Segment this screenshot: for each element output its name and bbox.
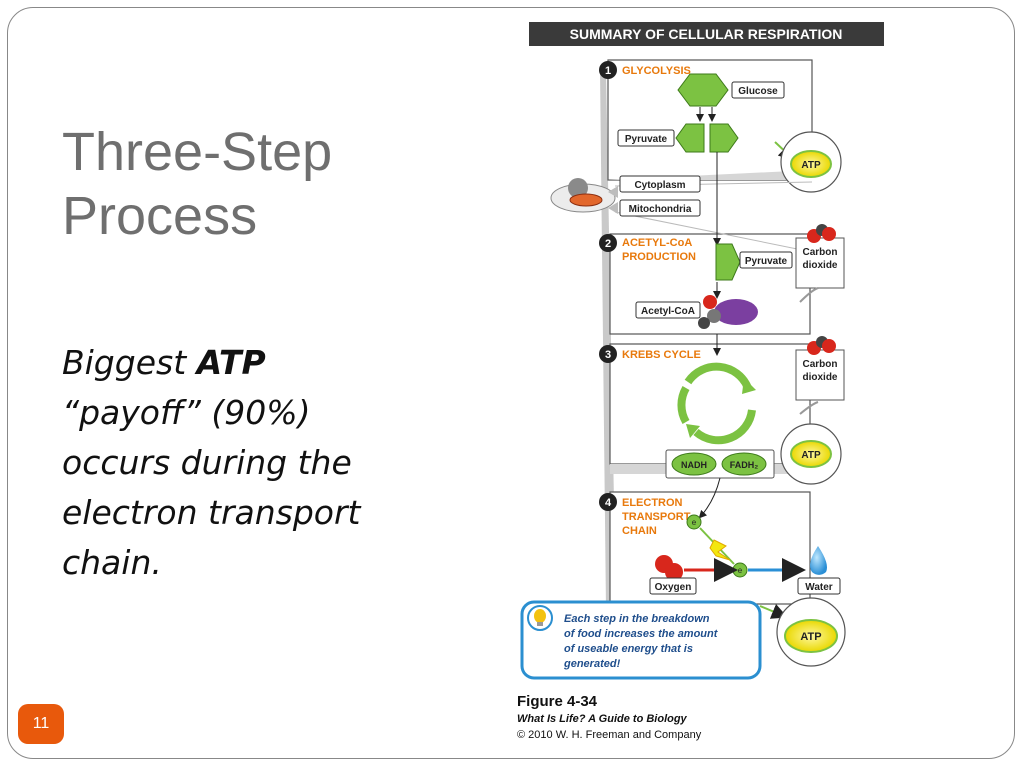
acetyl-carbon-2-icon xyxy=(698,317,710,329)
slide-title: Three-Step Process xyxy=(62,122,333,246)
acetyl-oxygen-icon xyxy=(703,295,717,309)
step-1-marker: 1 GLYCOLYSIS xyxy=(599,61,691,79)
summary-note-box xyxy=(520,600,762,680)
cellular-respiration-figure: SUMMARY OF CELLULAR RESPIRATION 1 GLYCOL… xyxy=(500,12,900,752)
pyruvate-half-right-icon xyxy=(709,123,739,153)
carbon-dioxide-label-1b: dioxide xyxy=(802,260,837,271)
figure-caption: Figure 4-34 What Is Life? A Guide to Bio… xyxy=(517,693,701,743)
step-1-title: GLYCOLYSIS xyxy=(622,65,691,77)
svg-text:4: 4 xyxy=(605,497,612,509)
step-4-title-line-1: ELECTRON xyxy=(622,497,683,509)
body-suffix: “payoff” (90%) occurs during the electro… xyxy=(62,393,361,582)
glucose-molecule-icon xyxy=(677,73,729,107)
svg-text:e: e xyxy=(692,518,697,527)
step-4-marker: 4 ELECTRON TRANSPORT CHAIN xyxy=(599,493,691,537)
body-prefix: Biggest xyxy=(62,343,197,382)
pyruvate-half-left-icon xyxy=(675,123,705,153)
oxygen-label-box xyxy=(649,577,697,595)
glucose-label-box xyxy=(731,81,785,99)
step-4-title-line-3: CHAIN xyxy=(622,525,657,537)
respiration-diagram: SUMMARY OF CELLULAR RESPIRATION 1 GLYCOL… xyxy=(520,22,884,680)
water-label-box xyxy=(797,577,841,595)
coa-molecule-icon xyxy=(714,299,758,325)
figure-number: Figure 4-34 xyxy=(517,693,598,710)
oxygen-atom-icon-2 xyxy=(665,563,683,581)
oxygen-label: Oxygen xyxy=(655,582,692,593)
figure-source-book: What Is Life? A Guide to Biology xyxy=(517,713,687,725)
step-3-marker: 3 KREBS CYCLE xyxy=(599,345,701,363)
acetyl-coa-label: Acetyl-CoA xyxy=(641,306,695,317)
atp-icon-1 xyxy=(790,150,832,178)
nadh-label: NADH xyxy=(681,460,707,470)
mitochondria-label-box xyxy=(619,199,701,217)
note-line-4: generated! xyxy=(563,658,621,670)
svg-text:1: 1 xyxy=(605,65,611,77)
atp-icon-3 xyxy=(784,619,838,653)
figure-header-bar xyxy=(529,22,884,46)
acetyl-coa-label-box xyxy=(635,301,701,319)
krebs-cycle-icon xyxy=(677,362,756,445)
svg-text:e: e xyxy=(738,566,743,575)
carbon-dioxide-label-1a: Carbon xyxy=(803,247,838,258)
slide-body-text: Biggest ATP “payoff” (90%) occurs during… xyxy=(62,338,402,588)
acetyl-carbon-icon xyxy=(707,309,721,323)
pyruvate-label-1: Pyruvate xyxy=(625,134,668,145)
pyruvate-label-box xyxy=(617,129,675,147)
svg-text:2: 2 xyxy=(605,238,611,250)
note-line-3: of useable energy that is xyxy=(564,643,693,655)
step-4-title-line-2: TRANSPORT xyxy=(622,511,691,523)
atp-icon-2 xyxy=(790,440,832,468)
step-2-title-line-1: ACETYL-CoA xyxy=(622,237,692,249)
mitochondria-label: Mitochondria xyxy=(629,204,692,215)
panel-krebs xyxy=(609,343,811,465)
carbon-dioxide-label-2b: dioxide xyxy=(802,372,837,383)
step-2-title-line-2: PRODUCTION xyxy=(622,251,696,263)
pyruvate-label-box-2 xyxy=(739,251,793,269)
pyruvate-label-2: Pyruvate xyxy=(745,256,788,267)
step-2-marker: 2 ACETYL-CoA PRODUCTION xyxy=(599,234,696,263)
fadh2-icon xyxy=(721,452,767,476)
nucleus-icon xyxy=(568,178,588,198)
lightbulb-icon xyxy=(534,609,546,623)
note-line-1: Each step in the breakdown xyxy=(564,613,710,625)
cytoplasm-label-box xyxy=(619,175,701,193)
page-number-badge: 11 xyxy=(18,704,64,744)
cytoplasm-label: Cytoplasm xyxy=(634,180,685,191)
body-bold-atp: ATP xyxy=(196,343,266,382)
atp-label-1: ATP xyxy=(801,160,821,171)
step-3-title: KREBS CYCLE xyxy=(622,349,701,361)
electron-icon-1 xyxy=(686,514,702,530)
atp-label-2: ATP xyxy=(801,450,821,461)
fadh2-label: FADH₂ xyxy=(730,460,759,470)
figure-copyright: © 2010 W. H. Freeman and Company xyxy=(517,729,702,741)
carbon-dioxide-box-1 xyxy=(795,237,845,289)
nadh-icon xyxy=(671,452,717,476)
carbon-dioxide-label-2a: Carbon xyxy=(803,359,838,370)
pyruvate-molecule-icon xyxy=(715,243,741,281)
figure-header-text: SUMMARY OF CELLULAR RESPIRATION xyxy=(570,26,843,42)
carbon-dioxide-box-2 xyxy=(795,349,845,401)
water-drop-icon xyxy=(810,546,827,575)
glucose-label: Glucose xyxy=(738,86,778,97)
mitochondrion-icon xyxy=(569,193,603,207)
note-line-2: of food increases the amount xyxy=(564,628,719,640)
slide-frame xyxy=(7,7,1015,759)
svg-text:3: 3 xyxy=(605,349,611,361)
atp-label-3: ATP xyxy=(800,631,821,643)
water-label: Water xyxy=(805,582,833,593)
